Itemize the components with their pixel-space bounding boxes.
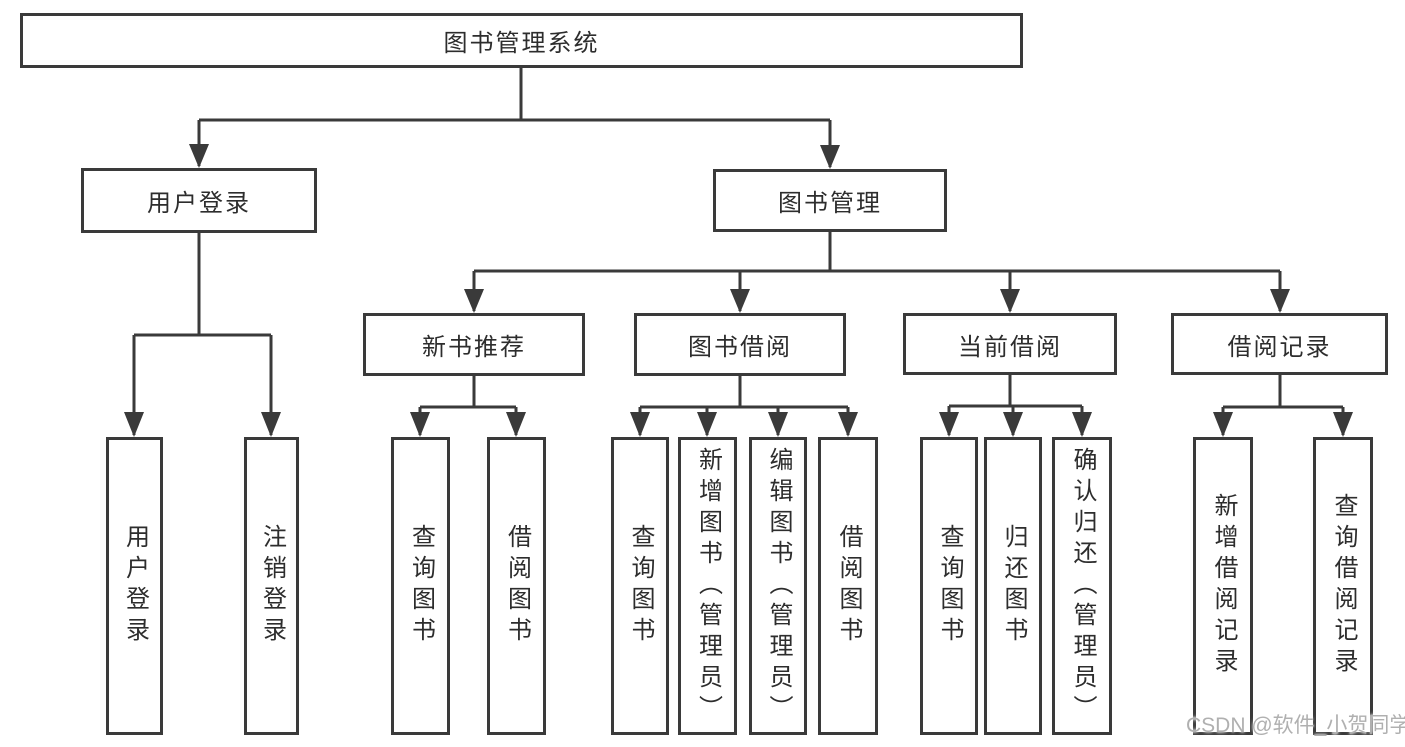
leaf-confirm-return-admin: 确认归还（管理员） [1052,437,1112,735]
node-label: 当前借阅 [958,333,1062,361]
leaf-edit-books-admin: 编辑图书（管理员） [749,437,807,735]
leaf-add-borrow-record: 新增借阅记录 [1193,437,1253,735]
leaf-return-books: 归还图书 [984,437,1042,735]
leaf-label: 新增借阅记录 [1210,493,1237,679]
node-root-label: 图书管理系统 [443,30,600,57]
leaf-label: 编辑图书（管理员） [765,446,792,726]
leaf-logout: 注销登录 [244,437,299,735]
leaf-label: 借阅图书 [503,524,531,648]
node-label: 用户登录 [147,190,251,217]
leaf-query-books: 查询图书 [611,437,669,735]
leaf-query-books-current: 查询图书 [920,437,978,735]
leaf-query-borrow-record: 查询借阅记录 [1313,437,1373,735]
leaf-label: 查询借阅记录 [1330,493,1357,679]
leaf-user-login: 用户登录 [106,437,163,735]
node-borrow-records: 借阅记录 [1171,313,1388,375]
node-root: 图书管理系统 [20,13,1023,68]
leaf-query-books-rec: 查询图书 [391,437,450,735]
node-user-login: 用户登录 [81,168,317,233]
leaf-borrow-books: 借阅图书 [818,437,878,735]
node-book-management: 图书管理 [713,169,947,232]
leaf-label: 查询图书 [407,524,435,648]
leaf-label: 查询图书 [936,524,963,648]
leaf-label: 归还图书 [1000,524,1027,648]
leaf-label: 查询图书 [627,524,654,648]
node-new-book-recommend: 新书推荐 [363,313,585,376]
node-label: 图书借阅 [688,334,792,361]
leaf-borrow-books-rec: 借阅图书 [487,437,546,735]
node-label: 新书推荐 [422,334,526,361]
csdn-watermark: CSDN @软件_小贺同学 [1186,714,1405,737]
node-label: 图书管理 [778,190,882,217]
leaf-label: 借阅图书 [835,524,862,648]
node-label: 借阅记录 [1227,333,1332,361]
leaf-label: 新增图书（管理员） [694,446,722,726]
leaf-label: 用户登录 [121,524,149,648]
node-current-borrow: 当前借阅 [903,313,1117,375]
leaf-label: 确认归还（管理员） [1069,446,1096,726]
node-book-borrow: 图书借阅 [634,313,846,376]
leaf-label: 注销登录 [258,524,286,648]
leaf-add-books-admin: 新增图书（管理员） [678,437,737,735]
